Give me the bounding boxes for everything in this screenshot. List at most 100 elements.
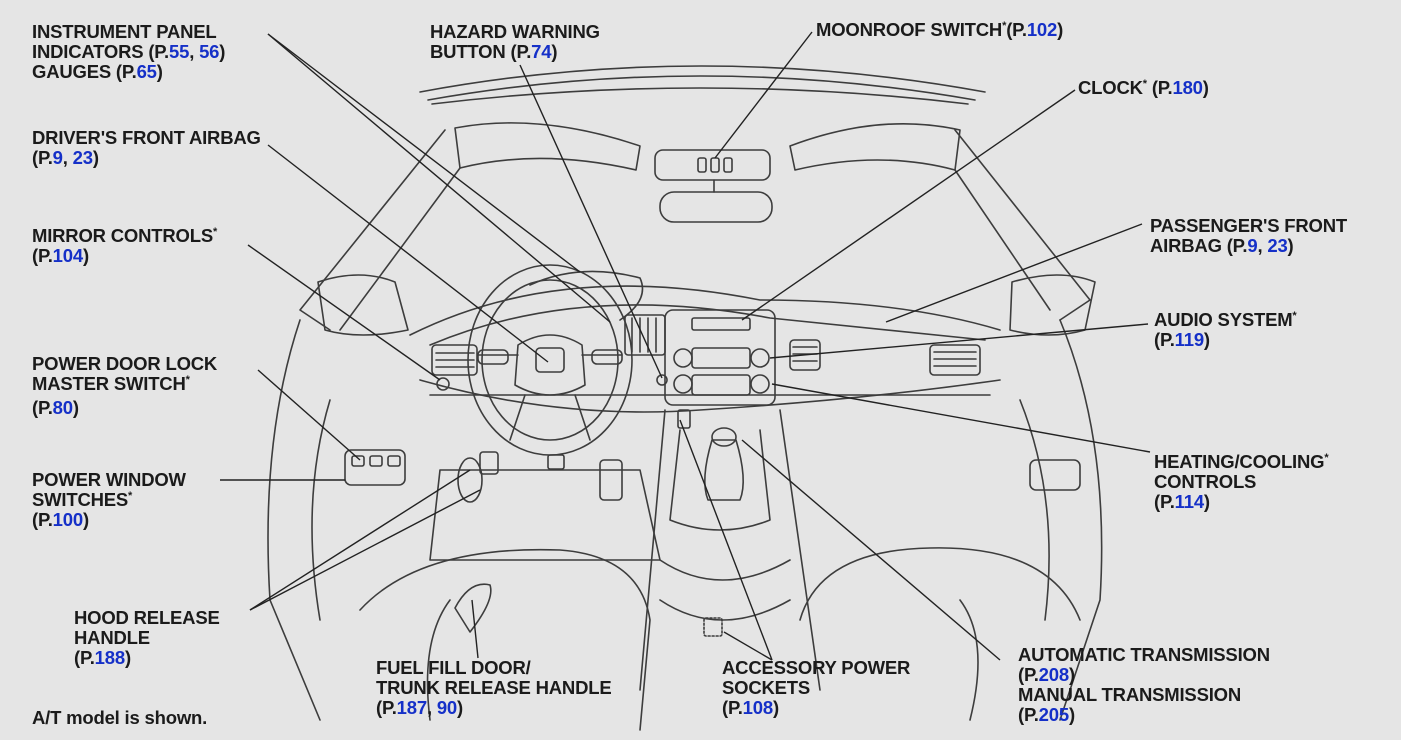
label-line: INSTRUMENT PANEL [32,21,217,42]
label-hood-release: HOOD RELEASE HANDLE (P.188) [74,608,220,668]
asterisk: * [1002,19,1007,32]
passenger-seat [799,547,1081,621]
label-text: A/T model is shown. [32,707,208,728]
page-link[interactable]: 108 [742,697,773,718]
accelerator-pedal [599,459,623,501]
label-text: (P. [376,697,397,718]
label-text: (P. [32,245,53,266]
label-text: GAUGES (P. [32,61,137,82]
leader-passenger-airbag [885,223,1143,323]
label-instrument-panel: INSTRUMENT PANEL INDICATORS (P.55, 56) G… [32,22,225,82]
accessory-socket [703,617,723,637]
label-line: HANDLE [74,627,150,648]
label-passengers-airbag: PASSENGER'S FRONT AIRBAG (P.9, 23) [1150,216,1347,256]
label-mirror-controls: MIRROR CONTROLS* (P.104) [32,226,217,266]
page-link[interactable]: 55 [169,41,190,62]
leader-moonroof [714,31,813,159]
page-link[interactable]: 80 [52,397,73,418]
left-door [267,319,321,721]
page-link[interactable]: 90 [436,697,458,718]
label-text: (P. [1146,77,1173,98]
label-line: POWER DOOR LOCK [32,353,218,374]
steering-wheel [467,264,633,456]
label-power-door-lock: POWER DOOR LOCK MASTER SWITCH* (P.80) [32,354,217,418]
label-power-window: POWER WINDOW SWITCHES* (P.100) [32,470,186,530]
label-text: MOONROOF SWITCH [816,19,1003,40]
rearview-mirror [659,191,773,223]
label-hazard-warning: HAZARD WARNING BUTTON (P.74) [430,22,600,62]
label-line: HAZARD WARNING [430,21,600,42]
label-text: (P. [1154,491,1175,512]
label-text: ) [1068,664,1075,685]
gear-shifter [704,439,744,501]
page-link[interactable]: 23 [72,147,93,168]
leader-lines [220,31,1151,661]
climate-unit [691,374,751,396]
label-line: CONTROLS [1154,471,1257,492]
page-link[interactable]: 180 [1172,77,1203,98]
leader-instrument-2 [267,33,611,323]
leader-accessory-1 [723,631,773,661]
leader-hood-1 [249,469,471,611]
page-link[interactable]: 65 [136,61,157,82]
label-line: MANUAL TRANSMISSION [1018,684,1241,705]
label-text: , [62,147,73,168]
label-text: (P. [1018,704,1039,725]
label-text: AUDIO SYSTEM [1154,309,1293,330]
page-link[interactable]: 9 [1247,235,1258,256]
page-link[interactable]: 104 [52,245,83,266]
page-link[interactable]: 56 [199,41,220,62]
page-link[interactable]: 188 [94,647,125,668]
label-text: (P. [74,647,95,668]
label-heating-cooling: HEATING/COOLING* CONTROLS (P.114) [1154,451,1329,512]
label-text: INDICATORS (P. [32,41,169,62]
label-text: ) [124,647,131,668]
label-text: ) [219,41,226,62]
page-link[interactable]: 23 [1267,235,1288,256]
label-text: ) [1057,19,1064,40]
label-text: (P. [1006,19,1027,40]
leader-clock [741,89,1076,321]
label-text: (P. [1154,329,1175,350]
asterisk: * [185,373,190,386]
label-text: AIRBAG (P. [1150,235,1248,256]
label-text: ) [1202,77,1209,98]
page-link[interactable]: 187 [396,697,427,718]
hood-release-handle [479,451,499,475]
label-text: ) [82,509,89,530]
label-text: HEATING/COOLING [1154,451,1325,472]
label-text: , [426,697,437,718]
page-link[interactable]: 208 [1038,664,1069,685]
label-text: , [1257,235,1268,256]
page-link[interactable]: 74 [531,41,552,62]
right-a-pillar [954,129,1091,321]
label-text: CLOCK [1078,77,1143,98]
leader-accessory-2 [679,419,773,661]
center-console [639,409,821,691]
label-text: ) [1203,329,1210,350]
page-link[interactable]: 100 [52,509,83,530]
clock-display [691,317,751,331]
page-link[interactable]: 119 [1174,329,1204,350]
leader-heating [771,383,1151,453]
page-link[interactable]: 114 [1174,491,1204,512]
label-text: MASTER SWITCH [32,373,186,394]
roof-header [419,65,986,93]
leader-automatic [741,439,1001,661]
label-drivers-airbag: DRIVER'S FRONT AIRBAG (P.9, 23) [32,128,261,168]
page-link[interactable]: 102 [1026,19,1058,40]
label-fuel-fill: FUEL FILL DOOR/ TRUNK RELEASE HANDLE (P.… [376,658,612,718]
page-link[interactable]: 205 [1038,704,1069,725]
asterisk: * [1142,77,1147,90]
asterisk: * [212,225,218,238]
label-line: POWER WINDOW [32,469,186,490]
label-line: AUTOMATIC TRANSMISSION [1018,644,1270,665]
page-link[interactable]: 9 [52,147,63,168]
label-text: ) [156,61,163,82]
leader-mirror-controls [247,244,441,381]
label-text: ) [82,245,89,266]
label-text: (P. [32,147,53,168]
leader-drivers-airbag [267,144,549,363]
label-text: , [189,41,200,62]
